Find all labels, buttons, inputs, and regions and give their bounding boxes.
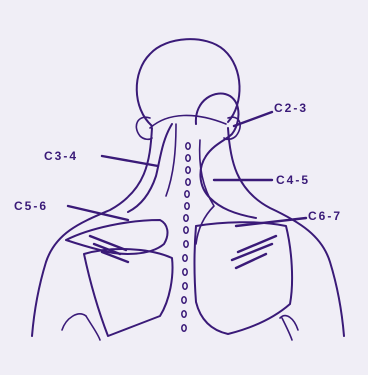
vertebra <box>186 167 190 173</box>
vertebra <box>183 283 187 289</box>
vertebra <box>183 255 187 261</box>
left-arm-line <box>62 314 86 330</box>
vertebra <box>182 311 186 317</box>
label-c2-3: C2-3 <box>274 101 308 115</box>
vertebra <box>184 227 188 233</box>
label-c5-6: C5-6 <box>14 199 48 213</box>
vertebra <box>186 155 190 161</box>
vertebra <box>184 215 188 221</box>
vertebra <box>185 203 189 209</box>
left-armpit <box>86 316 100 340</box>
vertebra <box>182 325 186 331</box>
right-neck-shoulder <box>228 128 344 336</box>
spine-vertebrae <box>182 143 190 331</box>
vertebra <box>183 269 187 275</box>
label-c3-4: C3-4 <box>44 149 78 163</box>
zone-c2-3-top <box>150 115 226 128</box>
vertebra <box>184 241 188 247</box>
zone-c2-3 <box>196 94 239 156</box>
right-armpit <box>282 318 292 340</box>
head-outline <box>137 39 240 126</box>
zone-c4-5 <box>200 156 256 218</box>
leader-c2-3 <box>234 112 272 126</box>
label-c4-5: C4-5 <box>276 173 310 187</box>
leader-c5-6 <box>68 206 128 220</box>
zone-c6-7 <box>195 222 293 334</box>
vertebra <box>186 143 190 149</box>
vertebra <box>185 191 189 197</box>
label-c6-7: C6-7 <box>308 209 342 223</box>
leader-c3-4 <box>102 156 158 166</box>
vertebra <box>186 179 190 185</box>
zone-c3-4 <box>128 124 172 212</box>
vertebra <box>182 297 186 303</box>
